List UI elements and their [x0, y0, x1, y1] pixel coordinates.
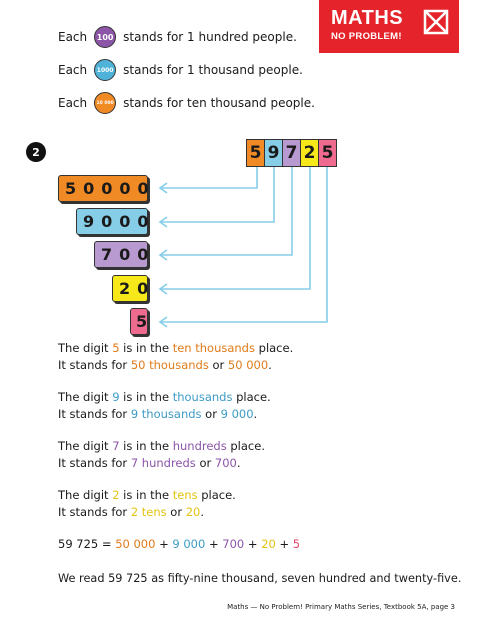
equation-plus: +	[244, 537, 262, 551]
statement-tens: The digit 2 is in the tens place. It sta…	[58, 487, 236, 521]
statement-digit: 2	[112, 488, 120, 502]
statement-value: 9 000	[220, 407, 254, 421]
ten-thousand-chip-icon: 10 000	[94, 92, 117, 114]
brand-logo: MATHS NO PROBLEM!	[319, 0, 459, 53]
read-sentence: We read 59 725 as fifty-nine thousand, s…	[58, 572, 462, 585]
equation-term-thousands: 9 000	[172, 537, 206, 551]
equation-plus: +	[275, 537, 293, 551]
statement-place: tens	[172, 488, 198, 502]
statement-value: 700	[214, 456, 237, 470]
statement-text: is in the	[119, 390, 173, 404]
logo-line2: NO PROBLEM!	[331, 31, 402, 42]
statement-text: or	[201, 407, 221, 421]
page-footer: Maths — No Problem! Primary Maths Series…	[227, 603, 455, 611]
statement-place: thousands	[172, 390, 233, 404]
statement-thousands: The digit 9 is in the thousands place. I…	[58, 389, 271, 423]
statement-text: is in the	[119, 341, 173, 355]
place-value-card-9000: 9000	[76, 208, 149, 235]
expanded-form-equation: 59 725 = 50 000 + 9 000 + 700 + 20 + 5	[58, 536, 300, 553]
place-value-arrows	[158, 167, 328, 328]
place-value-card-700: 700	[94, 241, 148, 268]
statement-value-words: 50 thousands	[130, 358, 209, 372]
statement-text: is in the	[119, 439, 173, 453]
statement-text: It stands for	[58, 456, 131, 470]
statement-text: .	[253, 407, 258, 421]
arrow-ones	[160, 167, 328, 323]
arrow-thousands	[160, 167, 275, 223]
legend-prefix: Each	[58, 96, 88, 110]
equation-plus: +	[155, 537, 173, 551]
question-number: 2	[26, 142, 46, 162]
logo-box-cross-icon	[423, 9, 449, 35]
statement-text: is in the	[119, 488, 173, 502]
legend-row-ten-thousand: Each 10 000 stands for ten thousand peop…	[58, 91, 315, 115]
statement-text: It stands for	[58, 407, 131, 421]
statement-text: The digit	[58, 390, 113, 404]
legend-suffix: stands for 1 thousand people.	[123, 63, 303, 77]
statement-text: The digit	[58, 439, 113, 453]
statement-text: It stands for	[58, 358, 131, 372]
equation-term-ten-thousands: 50 000	[115, 537, 156, 551]
place-value-card-20: 20	[112, 275, 148, 302]
statement-place: ten thousands	[172, 341, 255, 355]
arrow-hundreds	[160, 167, 293, 256]
statement-text: .	[236, 456, 241, 470]
arrow-ten-thousands	[160, 167, 258, 189]
statement-place: hundreds	[172, 439, 227, 453]
legend-row-hundred: Each 100 stands for 1 hundred people.	[58, 25, 297, 49]
place-value-card-50000: 50000	[58, 175, 149, 202]
statement-text: .	[200, 505, 205, 519]
logo-line1: MATHS	[331, 7, 404, 29]
statement-text: The digit	[58, 341, 113, 355]
statement-text: The digit	[58, 488, 113, 502]
arrow-tens	[160, 167, 311, 290]
hundred-chip-icon: 100	[94, 26, 117, 48]
statement-value-words: 2 tens	[130, 505, 167, 519]
legend-suffix: stands for 1 hundred people.	[123, 30, 297, 44]
statement-text: or	[208, 358, 228, 372]
equation-term-ones: 5	[292, 537, 301, 551]
equation-term-hundreds: 700	[222, 537, 245, 551]
statement-text: place.	[232, 390, 271, 404]
thousand-chip-icon: 1000	[94, 59, 117, 81]
statement-text: .	[268, 358, 272, 372]
statement-value-words: 7 hundreds	[130, 456, 196, 470]
statement-text: or	[166, 505, 186, 519]
statement-ten-thousands: The digit 5 is in the ten thousands plac…	[58, 340, 293, 374]
statement-text: place.	[197, 488, 236, 502]
statement-text: place.	[254, 341, 294, 355]
legend-suffix: stands for ten thousand people.	[123, 96, 315, 110]
legend-row-thousand: Each 1000 stands for 1 thousand people.	[58, 58, 303, 82]
legend-prefix: Each	[58, 63, 88, 77]
place-value-card-5: 5	[130, 308, 148, 335]
statement-digit: 5	[112, 341, 120, 355]
statement-digit: 7	[112, 439, 120, 453]
statement-text: place.	[226, 439, 265, 453]
statement-digit: 9	[112, 390, 120, 404]
statement-text: It stands for	[58, 505, 131, 519]
digit-card-ones: 5	[318, 139, 337, 167]
statement-value: 20	[185, 505, 201, 519]
statement-hundreds: The digit 7 is in the hundreds place. It…	[58, 438, 265, 472]
equation-term-tens: 20	[261, 537, 276, 551]
statement-value: 50 000	[227, 358, 269, 372]
statement-text: or	[195, 456, 215, 470]
statement-value-words: 9 thousands	[130, 407, 202, 421]
equation-lhs: 59 725 =	[58, 537, 116, 551]
digit-card-tens: 2	[300, 139, 319, 167]
equation-plus: +	[205, 537, 223, 551]
legend-prefix: Each	[58, 30, 88, 44]
